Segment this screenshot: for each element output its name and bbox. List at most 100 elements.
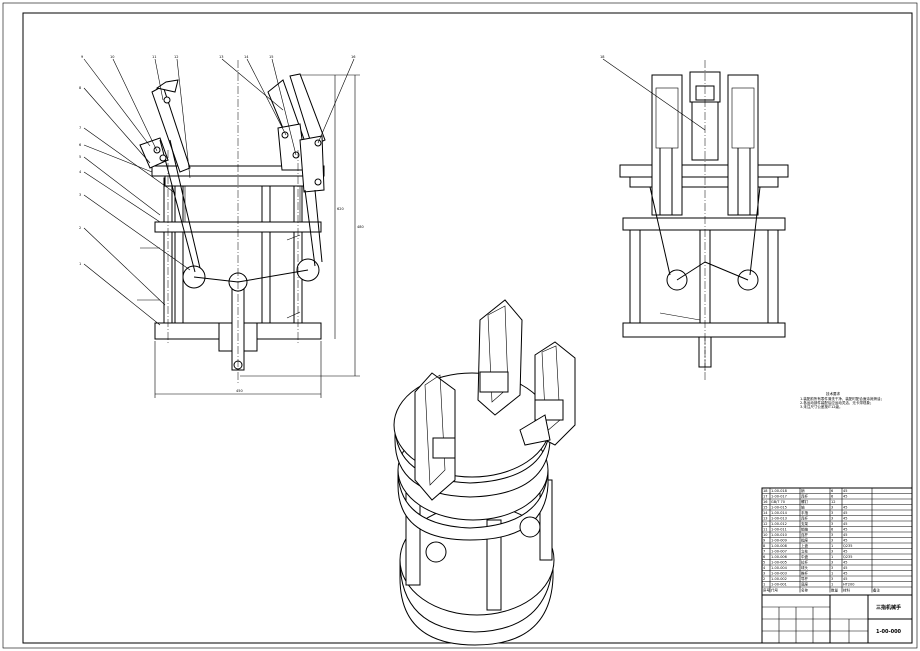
bom-cell: 11 [763, 528, 767, 532]
bom-cell: 指座 [801, 538, 809, 543]
bom-cell: 3 [831, 506, 833, 510]
svg-text:16: 16 [351, 55, 355, 59]
bom-cell: 16 [763, 500, 767, 504]
bom-cell: 1 [831, 583, 833, 587]
bom-cell: 1 [763, 583, 765, 587]
bom-cell: 1-00-008 [771, 544, 787, 548]
bom-cell: 17 [763, 495, 767, 499]
bom-cell: 6 [763, 555, 765, 559]
svg-text:4: 4 [79, 170, 82, 174]
bom-cell: 45 [843, 489, 847, 493]
title-block: 三指机械手 1-00-000 [762, 594, 912, 643]
svg-text:12: 12 [174, 55, 178, 59]
bom-cell: 导杆 [801, 576, 809, 581]
bom-cell: 1-00-017 [771, 495, 787, 499]
bom-cell: 1-00-006 [771, 555, 787, 559]
bom-cell: 45 [843, 566, 847, 570]
svg-text:10: 10 [110, 55, 114, 59]
bom-cell: 8 [763, 544, 765, 548]
bom-cell: 4 [763, 566, 766, 570]
svg-text:11: 11 [152, 55, 156, 59]
notes-heading: 技术要求 [826, 391, 840, 396]
bom-cell: 3 [831, 566, 833, 570]
bom-cell: 1-00-010 [771, 533, 787, 537]
bom-header-cell: 名称 [801, 588, 809, 593]
bom-cell: 45 [843, 550, 847, 554]
front-view: 450 620 480 [79, 55, 364, 398]
bom-cell: 球头 [801, 565, 809, 570]
bom-cell: 1-00-001 [771, 583, 787, 587]
bom-cell: 7 [763, 550, 765, 554]
bom-cell: 连杆 [801, 494, 809, 499]
bom-cell: 1-00-003 [771, 572, 787, 576]
bom-cell: GB/T 70 [771, 500, 785, 504]
bom-cell: 10 [763, 533, 767, 537]
side-base [622, 322, 786, 338]
bom-cell: 3 [831, 533, 833, 537]
bom-cell: 45 [843, 495, 847, 499]
drawing-title: 三指机械手 [876, 604, 901, 611]
bom-cell: 6 [831, 495, 833, 499]
svg-text:13: 13 [219, 55, 223, 59]
bom-header-cell: 代号 [771, 588, 779, 593]
bom-cell: 1-00-007 [771, 550, 787, 554]
bom-cell: 45 [843, 533, 847, 537]
bom-cell: 3 [831, 539, 833, 543]
bom-cell: 15 [763, 506, 767, 510]
side-balloon: 18 [600, 55, 604, 59]
svg-text:8: 8 [79, 86, 81, 90]
bom-cell: 3 [831, 550, 833, 554]
bom-cell: HT200 [843, 583, 854, 587]
bom-cell: 45 [843, 506, 847, 510]
bom-cell: 1-00-004 [771, 566, 788, 570]
bom-cell: 1-00-009 [771, 539, 787, 543]
bom-cell: 1 [831, 555, 833, 559]
bom-cell: 1 [831, 544, 833, 548]
bom-cell: 3 [763, 572, 765, 576]
bom-cell: 连杆 [801, 532, 809, 537]
bom-cell: 18 [763, 489, 767, 493]
bom-cell: 1-00-015 [771, 506, 787, 510]
bom-cell: 2 [763, 577, 765, 581]
bom-cell: 中盘 [801, 554, 809, 559]
bom-cell: 底座 [801, 582, 809, 587]
bom-header-cell: 数量 [831, 588, 839, 593]
bom-cell: 5 [763, 561, 765, 565]
drawing-number: 1-00-000 [876, 629, 902, 635]
bom-cell: 45 [843, 522, 847, 526]
bom-cell: 轴 [801, 505, 805, 510]
bom-cell: Q235 [843, 544, 852, 548]
bom-cell: 推杆 [801, 571, 809, 576]
bom-cell: 销轴 [801, 527, 809, 532]
notes-line-1: 1.装配前所有零件清洗干净，装配时配合面涂润滑油； [800, 396, 884, 401]
bom-cell: 45 [843, 561, 847, 565]
bom-cell: 上盘 [801, 543, 809, 548]
bom-cell: 销 [801, 488, 805, 493]
bom-cell: 9 [763, 539, 765, 543]
bom-header-cell: 序号 [763, 588, 771, 593]
dim-width: 450 [236, 389, 243, 393]
bom-cell: 1-00-002 [771, 577, 787, 581]
svg-text:7: 7 [79, 126, 81, 130]
bom-cell: 45 [843, 577, 847, 581]
bom-cell: 拉杆 [801, 560, 809, 565]
svg-text:9: 9 [81, 55, 83, 59]
svg-text:1: 1 [79, 262, 81, 266]
bom-cell: 14 [763, 511, 768, 515]
isometric-view [393, 299, 576, 646]
bom-cell: 1-00-012 [771, 522, 787, 526]
bom-cell: 13 [763, 517, 767, 521]
bom-cell: 3 [831, 522, 833, 526]
dim-height-2: 480 [357, 225, 364, 229]
bom-cell: 1-00-013 [771, 517, 787, 521]
bom-cell: 1-00-014 [771, 511, 788, 515]
bom-cell: 6 [831, 528, 833, 532]
notes-line-3: 3.未注尺寸公差按IT12级。 [800, 404, 842, 409]
bom-cell: 3 [831, 517, 833, 521]
bom-cell: 3 [831, 577, 833, 581]
bom-header-cell: 备注 [873, 588, 881, 593]
bom-cell: 立柱 [801, 549, 809, 554]
svg-text:5: 5 [79, 155, 81, 159]
